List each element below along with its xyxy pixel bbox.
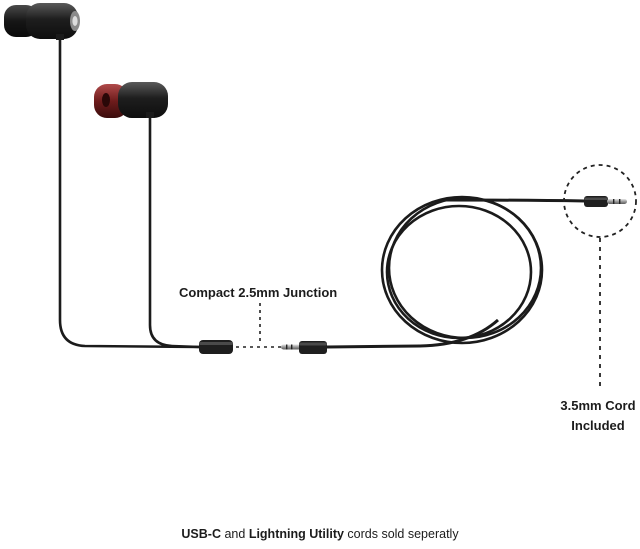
plug-callout-circle (563, 164, 637, 238)
footer-and: and (221, 527, 249, 541)
footer-note: USB-C and Lightning Utility cords sold s… (0, 527, 640, 541)
cord-label-line1: 3.5mm Cord (560, 398, 636, 413)
left-earbud-cable (58, 35, 201, 349)
cord-label-line2: Included (571, 418, 625, 433)
coiled-cord-icon (380, 195, 586, 345)
footer-rest: cords sold seperatly (343, 527, 459, 541)
junction-label: Compact 2.5mm Junction (179, 285, 338, 300)
junction-connector-icon (199, 340, 233, 354)
footer-lightning: Lightning Utility (248, 527, 344, 541)
footer-usbc: USB-C (181, 527, 221, 541)
audio-plug-icon (281, 341, 327, 354)
cord-included-label: 3.5mm Cord Included (549, 396, 640, 436)
earbud-right-icon (94, 82, 168, 118)
audio-plug-35-icon (584, 196, 627, 207)
right-earbud-cable (148, 112, 201, 349)
earbud-left-icon (4, 3, 80, 40)
main-cord (326, 318, 499, 349)
